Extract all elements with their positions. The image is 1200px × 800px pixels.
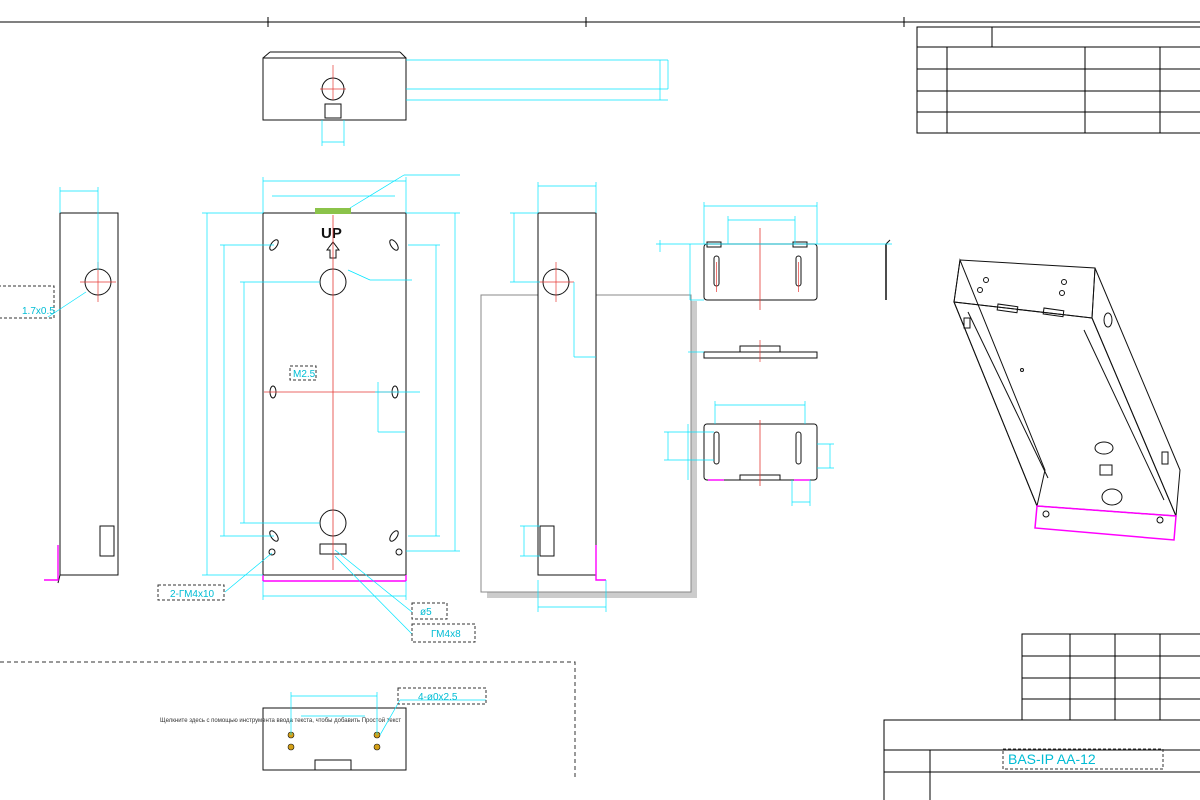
product-title: BAS-IP AA-12 xyxy=(1008,751,1096,767)
bottom-screw-label: ГМ4x8 xyxy=(431,629,461,640)
right-side-view xyxy=(480,182,697,612)
sheet-frame xyxy=(0,17,1200,27)
rear-view: 4-ø0x2.5 xyxy=(262,687,487,771)
rear-holes-label: 4-ø0x2.5 xyxy=(418,692,458,703)
placeholder-note: Щелкните здесь с помощью инструмента вво… xyxy=(160,717,401,724)
bracket-views xyxy=(656,202,892,506)
side-hole-label: 1.7x0.5 xyxy=(22,306,55,317)
note-frame: Щелкните здесь с помощью инструмента вво… xyxy=(0,661,576,778)
front-view: UP xyxy=(157,174,476,643)
title-block xyxy=(883,633,1200,800)
center-hole-label: М2.5 xyxy=(293,369,316,380)
top-view xyxy=(262,51,669,146)
left-side-view: 1.7x0.5 xyxy=(0,187,119,584)
revision-table xyxy=(916,26,1200,134)
isometric-view xyxy=(953,258,1181,541)
up-marker: UP xyxy=(321,225,342,242)
hole-dia-label: ø5 xyxy=(420,607,432,618)
screws-label: 2-ГМ4x10 xyxy=(170,589,215,600)
